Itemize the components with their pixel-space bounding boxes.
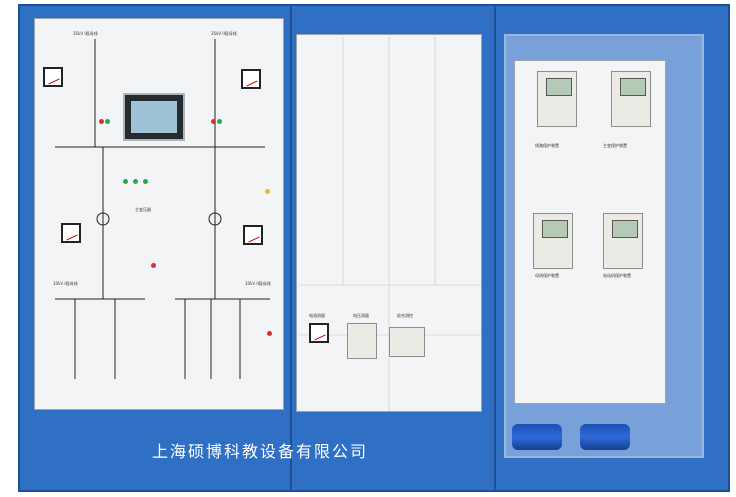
touch-screen[interactable] [123,93,185,141]
bus-label-2: 35kV II段母线 [211,31,237,36]
single-line-diagram [55,39,270,379]
current-transformer [512,424,562,450]
left-mimic-panel: 35kV I段母线 35kV II段母线 10kV I段母线 10kV II段母… [34,18,284,410]
meter-icon [309,323,329,343]
module-label-voltage: 电压测量 [353,313,369,318]
transformer-label: 主变压器 [135,207,151,212]
current-transformer [580,424,630,450]
indicator-lamp-icon [143,179,148,184]
module-label-control: 综合测控 [397,313,413,318]
indicator-lamp-icon [211,119,216,124]
meter-icon [243,225,263,245]
meter-icon [241,69,261,89]
bus-label-1: 35kV I段母线 [73,31,98,36]
relay-label-bus: 母线保护装置 [535,273,559,278]
meter-icon [61,223,81,243]
relay-label-line: 线路保护装置 [535,143,559,148]
protection-relay [533,213,573,269]
module-label-current: 电流测量 [309,313,325,318]
indicator-lamp-icon [267,331,272,336]
indicator-lamp-icon [265,189,270,194]
relay-label-transformer: 主变保护装置 [603,143,627,148]
indicator-lamp-icon [151,263,156,268]
protection-relay [537,71,577,127]
middle-wiring-panel: 电流测量 电压测量 综合测控 [296,34,482,412]
meter-icon [43,67,63,87]
indicator-lamp-icon [99,119,104,124]
bus-label-3: 10kV I段母线 [53,281,78,286]
indicator-lamp-icon [217,119,222,124]
right-relay-panel: 线路保护装置 主变保护装置 母线保护装置 电动机保护装置 [514,60,666,404]
indicator-lamp-icon [133,179,138,184]
indicator-lamp-icon [123,179,128,184]
control-module [347,323,377,359]
indicator-lamp-icon [105,119,110,124]
protection-relay [611,71,651,127]
relay-label-motor: 电动机保护装置 [603,273,631,278]
protection-relay [603,213,643,269]
company-name: 上海硕博科教设备有限公司 [151,442,368,461]
control-module [389,327,425,357]
bus-label-4: 10kV II段母线 [245,281,271,286]
